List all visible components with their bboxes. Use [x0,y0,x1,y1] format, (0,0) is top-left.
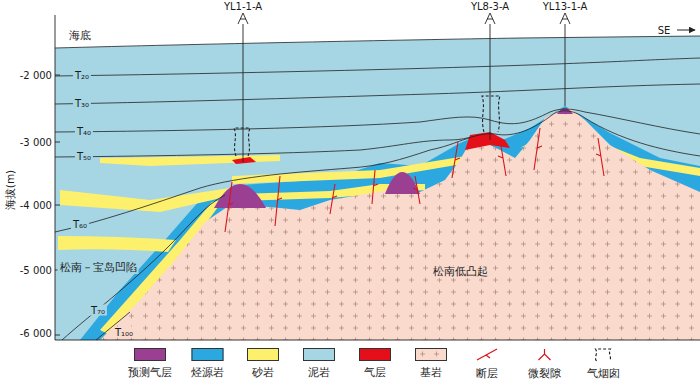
depth-tick: -2 000 [20,70,52,81]
legend-label: 基岩 [420,366,442,380]
legend-label: 预测气层 [128,366,172,380]
legend-item: 气层 [359,348,391,380]
faults [225,128,604,232]
axis-title: 海拔(m) [5,170,17,210]
legend-label: 气层 [364,366,386,380]
legend-label: 砂岩 [252,366,274,380]
wells [238,13,570,162]
legend-label: 微裂隙 [528,367,561,381]
direction-label: SE [658,25,671,36]
legend-item: 烃源岩 [191,348,224,380]
legend-symbol [471,348,503,362]
legend-label: 泥岩 [308,366,330,380]
gas-layer [232,157,256,164]
horizons [55,36,700,340]
basement-crosses [416,349,446,360]
depth-tick: -3 000 [20,137,52,148]
legend-item: 砂岩 [247,348,279,380]
well-name: YL8-3-A [471,1,509,12]
sandstone [60,188,230,212]
depth-tick: -6 000 [20,328,52,339]
predicted-gas [214,184,266,208]
legend-swatch [303,348,335,361]
region-name: 松南－宝岛凹陷 [58,262,139,274]
well-name: YL1-1-A [224,1,262,12]
legend-symbol [528,348,560,362]
depth-tick: -4 000 [20,200,52,211]
legend-item: 基岩 [415,348,447,380]
predicted-gas [385,172,420,194]
legend-swatch [415,348,447,361]
legend-label: 气烟囱 [587,367,620,381]
horizon-label: T₄₀ [75,126,93,137]
legend-swatch [247,348,279,361]
horizon-label: T₁₀₀ [113,327,135,338]
gas-chimney [234,96,500,156]
sandstone [100,155,280,166]
depth-axis [55,15,700,340]
legend-swatch [191,348,223,361]
depth-tick: -5 000 [20,265,52,276]
legend-label: 断层 [476,367,498,381]
sandstone [232,156,468,184]
horizon-label: T₂₀ [73,70,91,81]
legend-item: 微裂隙 [528,348,561,381]
region-name: 松南低凸起 [431,266,490,278]
horizon-label: T₅₀ [75,151,93,162]
legend-symbol [587,348,619,362]
well-name: YL13-1-A [543,1,588,12]
legend-swatch [359,348,391,361]
legend-item: 预测气层 [128,348,172,380]
sandstone [58,236,176,252]
mudstone [55,36,700,340]
legend-item: 泥岩 [303,348,335,380]
legend-label: 烃源岩 [191,366,224,380]
horizon-label: T₆₀ [71,219,89,230]
horizon-label: T₃₀ [73,98,91,109]
legend-item: 气烟囱 [587,348,620,381]
horizon-label: T₇₀ [89,305,107,316]
seabed-label: 海底 [69,30,91,42]
legend-swatch [134,348,166,361]
direction-arrow [677,30,695,31]
legend-item: 断层 [471,348,503,381]
